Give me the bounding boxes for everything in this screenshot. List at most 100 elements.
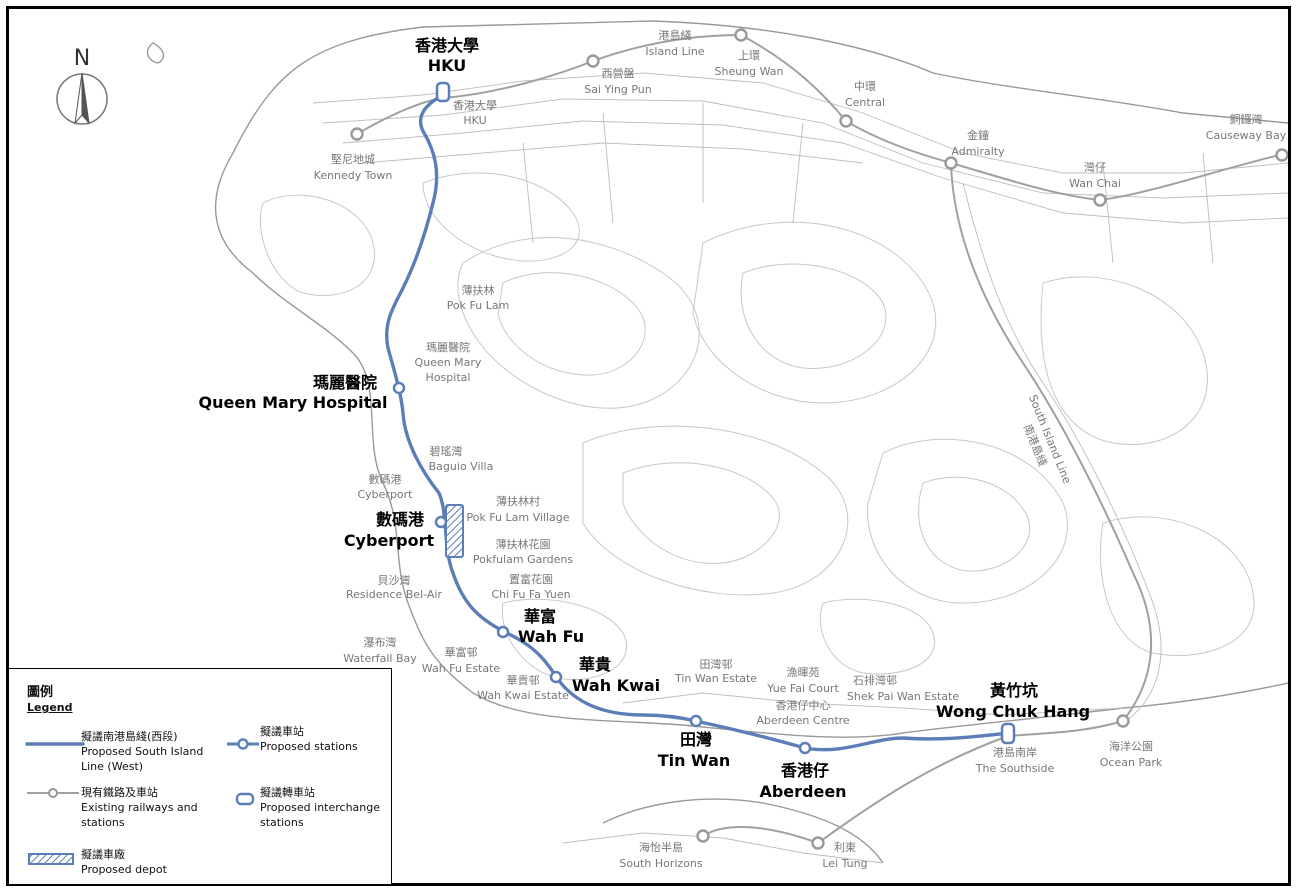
legend-proposed-line-en1: Proposed South Island [81, 745, 204, 758]
label-lei-tung-zh: 利東 [834, 841, 856, 854]
proposed-station-labels: 香港大學 HKU 瑪麗醫院 Queen Mary Hospital 數碼港 Cy… [198, 36, 1090, 801]
place-bel-air-en: Residence Bel-Air [346, 588, 442, 601]
place-wah-kwai-estate-en: Wah Kwai Estate [477, 689, 569, 702]
legend-item-proposed-line: 擬議南港島綫(西段) Proposed South Island Line (W… [81, 729, 203, 774]
legend-proposed-station-symbol [227, 738, 259, 750]
place-baguio-villa-zh: 碧瑤灣 [430, 445, 463, 458]
legend-interchange-symbol [235, 792, 255, 806]
legend-item-depot: 擬議車廠 Proposed depot [81, 847, 167, 877]
label-wan-chai-en: Wan Chai [1069, 177, 1121, 190]
compass-label: N [74, 46, 90, 71]
coastline [146, 20, 1288, 864]
label-wan-chai-zh: 灣仔 [1084, 161, 1106, 174]
place-tin-wan-estate-en: Tin Wan Estate [674, 672, 757, 685]
legend-existing-railway-en1: Existing railways and [81, 801, 198, 814]
proposed-station-cyberport [434, 515, 448, 529]
label-wong-chuk-hang-en: Wong Chuk Hang [936, 702, 1090, 721]
legend-panel: 圖例 Legend 擬議南港島綫(西段) Proposed South Isla… [9, 668, 392, 884]
legend-proposed-stations-en: Proposed stations [260, 740, 358, 753]
legend-interchange-en1: Proposed interchange [260, 801, 381, 814]
terrain-contours [259, 172, 1255, 681]
label-sai-ying-pun-en: Sai Ying Pun [584, 83, 652, 96]
place-shek-pai-wan-zh: 石排灣邨 [853, 673, 897, 687]
proposed-station-wah-fu [496, 625, 510, 639]
place-chi-fu-zh: 置富花園 [509, 572, 553, 586]
legend-proposed-line-zh: 擬議南港島綫(西段) [81, 730, 178, 743]
label-kennedy-town-en: Kennedy Town [314, 169, 393, 182]
proposed-station-wah-kwai [549, 670, 563, 684]
label-wah-kwai-en: Wah Kwai [572, 676, 660, 695]
label-central-zh: 中環 [854, 80, 876, 93]
place-waterfall-bay-zh: 瀑布灣 [364, 636, 397, 649]
label-ocean-park-zh: 海洋公園 [1109, 739, 1153, 753]
place-cyberport-en: Cyberport [357, 488, 413, 501]
label-tin-wan-zh: 田灣 [680, 730, 712, 749]
label-southside-zh: 港島南岸 [993, 745, 1037, 759]
place-aberdeen-centre-en: Aberdeen Centre [756, 714, 850, 727]
legend-depot-zh: 擬議車廠 [81, 848, 125, 861]
label-sheung-wan-zh: 上環 [738, 49, 760, 62]
proposed-depot [445, 504, 464, 558]
legend-existing-railway-en2: stations [81, 816, 125, 829]
place-qmh-en2: Hospital [426, 371, 471, 384]
legend-subtitle: Legend [27, 701, 73, 714]
label-kennedy-town-zh: 堅尼地城 [331, 153, 375, 166]
existing-station-lei-tung [811, 836, 825, 850]
label-island-line-zh: 港島綫 [659, 28, 692, 42]
label-cyberport-zh: 數碼港 [376, 510, 425, 529]
place-labels: 薄扶林 Pok Fu Lam 瑪麗醫院 Queen Mary Hospital … [343, 283, 959, 727]
existing-station-south-horizons [696, 829, 710, 843]
place-tin-wan-estate-zh: 田灣邨 [700, 658, 733, 671]
proposed-interchange-hku [435, 81, 451, 103]
place-chi-fu-en: Chi Fu Fa Yuen [491, 588, 570, 601]
proposed-station-aberdeen [798, 741, 812, 755]
label-island-line-en: Island Line [645, 45, 704, 58]
existing-station-causeway-bay [1275, 148, 1288, 162]
place-wah-kwai-estate-zh: 華貴邨 [507, 673, 540, 687]
label-causeway-bay-zh: 銅鑼灣 [1230, 112, 1263, 126]
existing-island-line [356, 33, 1288, 202]
legend-existing-railway-symbol [27, 788, 79, 798]
existing-station-labels: 堅尼地城 Kennedy Town 香港大學 HKU 西營盤 Sai Ying … [314, 49, 1287, 870]
label-admiralty-en: Admiralty [951, 145, 1005, 158]
label-causeway-bay-en: Causeway Bay [1206, 129, 1287, 142]
proposed-south-island-line-west [385, 93, 1010, 752]
label-cyberport-en: Cyberport [344, 531, 435, 550]
place-yue-fai-en: Yue Fai Court [766, 682, 839, 695]
place-qmh-zh: 瑪麗醫院 [426, 340, 470, 354]
place-pfl-village-zh: 薄扶林村 [496, 494, 540, 508]
place-waterfall-bay-en: Waterfall Bay [343, 652, 417, 665]
place-aberdeen-centre-zh: 香港仔中心 [776, 699, 831, 712]
proposed-station-queen-mary-hospital [392, 381, 406, 395]
proposed-stations [392, 81, 1016, 755]
proposed-interchange-wong-chuk-hang [1000, 722, 1016, 745]
label-hku-existing-en: HKU [463, 114, 486, 127]
map-canvas: N 堅尼地城 Kennedy Town 香港大學 HKU 西營盤 Sai Yin… [56, 20, 1288, 870]
label-wah-fu-en: Wah Fu [518, 627, 584, 646]
label-wong-chuk-hang-zh: 黃竹坑 [989, 681, 1038, 700]
existing-station-central [839, 114, 853, 128]
label-sai-ying-pun-zh: 西營盤 [602, 67, 635, 80]
legend-depot-symbol [28, 853, 74, 865]
label-south-horizons-en: South Horizons [619, 857, 703, 870]
existing-station-wan-chai [1093, 193, 1107, 207]
legend-interchange-zh: 擬議轉車站 [260, 786, 315, 799]
existing-stations [350, 28, 1288, 850]
place-cyberport-zh: 數碼港 [369, 473, 402, 486]
place-shek-pai-wan-en: Shek Pai Wan Estate [847, 690, 959, 703]
legend-proposed-stations-zh: 擬議車站 [260, 725, 304, 738]
existing-station-sheung-wan [734, 28, 748, 42]
label-tin-wan-en: Tin Wan [658, 751, 731, 770]
existing-station-kennedy-town [350, 127, 364, 141]
label-wah-fu-zh: 華富 [524, 607, 556, 626]
legend-proposed-line-symbol [25, 742, 85, 746]
label-ocean-park-en: Ocean Park [1100, 756, 1163, 769]
label-hku-existing-zh: 香港大學 [453, 98, 497, 112]
place-pok-fu-lam-zh: 薄扶林 [462, 283, 495, 297]
label-aberdeen-zh: 香港仔 [780, 761, 829, 780]
legend-proposed-line-en2: Line (West) [81, 760, 144, 773]
label-lei-tung-en: Lei Tung [822, 857, 867, 870]
legend-item-existing-railway: 現有鐵路及車站 Existing railways and stations [81, 785, 198, 830]
place-pok-fu-lam-en: Pok Fu Lam [447, 299, 510, 312]
existing-station-sai-ying-pun [586, 54, 600, 68]
